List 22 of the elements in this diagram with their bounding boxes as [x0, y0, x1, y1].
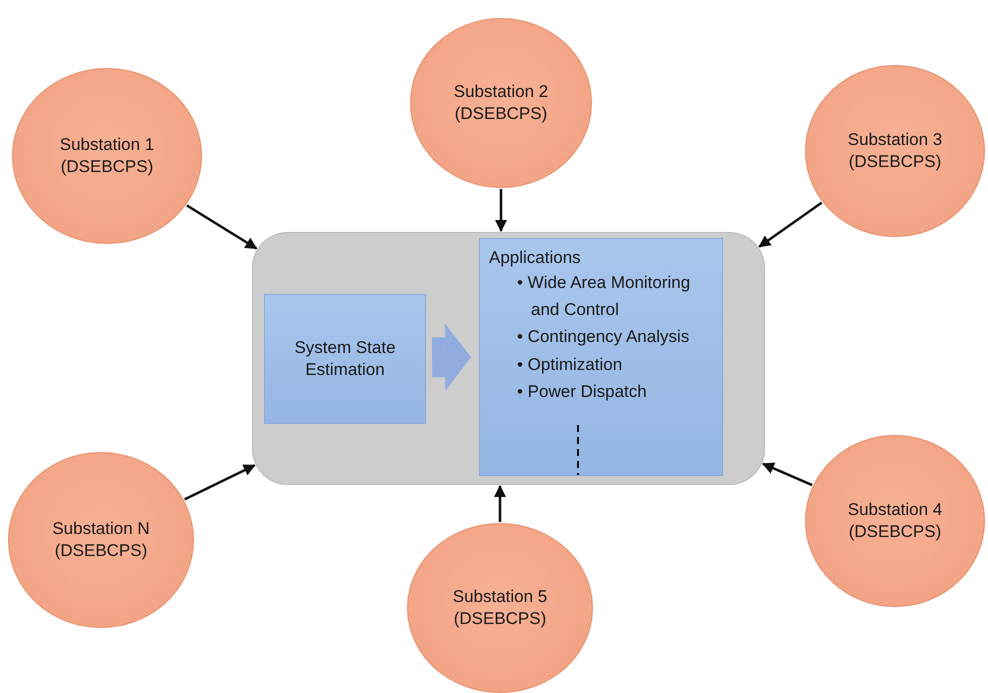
arrow — [184, 464, 256, 500]
node-label: Substation N (DSEBCPS) — [51, 518, 151, 562]
node-label: Substation 2 (DSEBCPS) — [452, 80, 550, 125]
system-panel — [252, 232, 765, 485]
node-label: Substation 1 (DSEBCPS) — [58, 134, 156, 178]
arrow — [494, 485, 506, 522]
arrow — [186, 204, 258, 250]
node-label: Substation 5 (DSEBCPS) — [452, 586, 548, 630]
process-box — [264, 294, 426, 424]
node-label: Substation 3 (DSEBCPS) — [846, 128, 944, 173]
arrow — [758, 202, 822, 248]
node-label: Substation 4 (DSEBCPS) — [846, 498, 944, 543]
box-heading: Applications — [489, 247, 582, 269]
bullet-item: • Contingency Analysis — [517, 326, 690, 348]
applications-box — [479, 238, 723, 476]
arrow — [762, 462, 813, 486]
bullet-item: • Wide Area Monitoring and Control — [517, 272, 692, 322]
bullet-item: • Power Dispatch — [517, 380, 648, 403]
bullet-item: • Optimization — [517, 354, 624, 376]
block-arrow — [432, 323, 471, 392]
node-label: System State Estimation — [293, 336, 397, 381]
arrow — [495, 189, 507, 232]
